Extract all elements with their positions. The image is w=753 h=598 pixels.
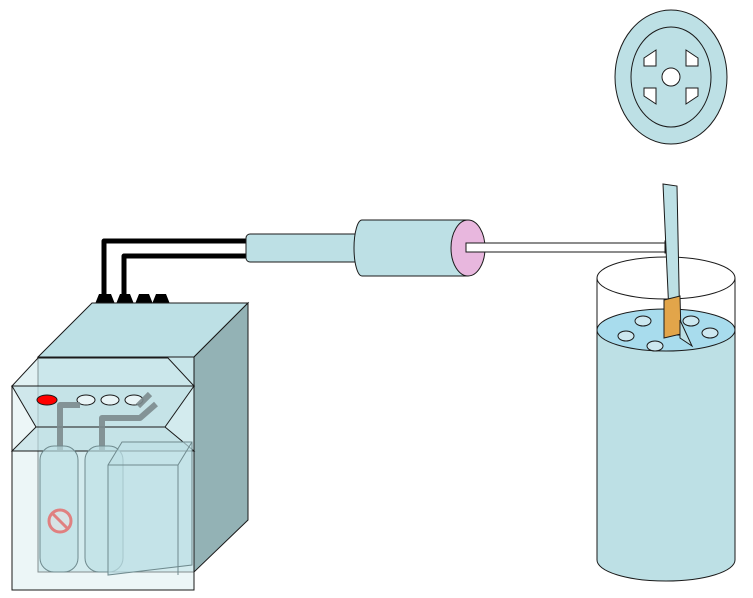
sample-strip — [662, 183, 694, 348]
capillary-line — [465, 240, 678, 256]
nozzle-thin-tube — [245, 233, 361, 263]
control-panel — [36, 394, 144, 406]
control-knob-1 — [76, 394, 96, 406]
control-knob-2 — [100, 394, 120, 406]
sample-holder-top-view — [614, 9, 728, 145]
gas-cylinders — [39, 441, 193, 576]
nozzle-assembly — [245, 219, 486, 277]
nozzle-body — [353, 219, 469, 277]
internal-piping — [57, 391, 158, 450]
indicator-light — [36, 394, 58, 406]
cabinet-connectors — [95, 294, 170, 304]
transport-tube — [101, 238, 246, 299]
sample-vessel — [596, 256, 736, 582]
no-symbol — [47, 508, 73, 534]
